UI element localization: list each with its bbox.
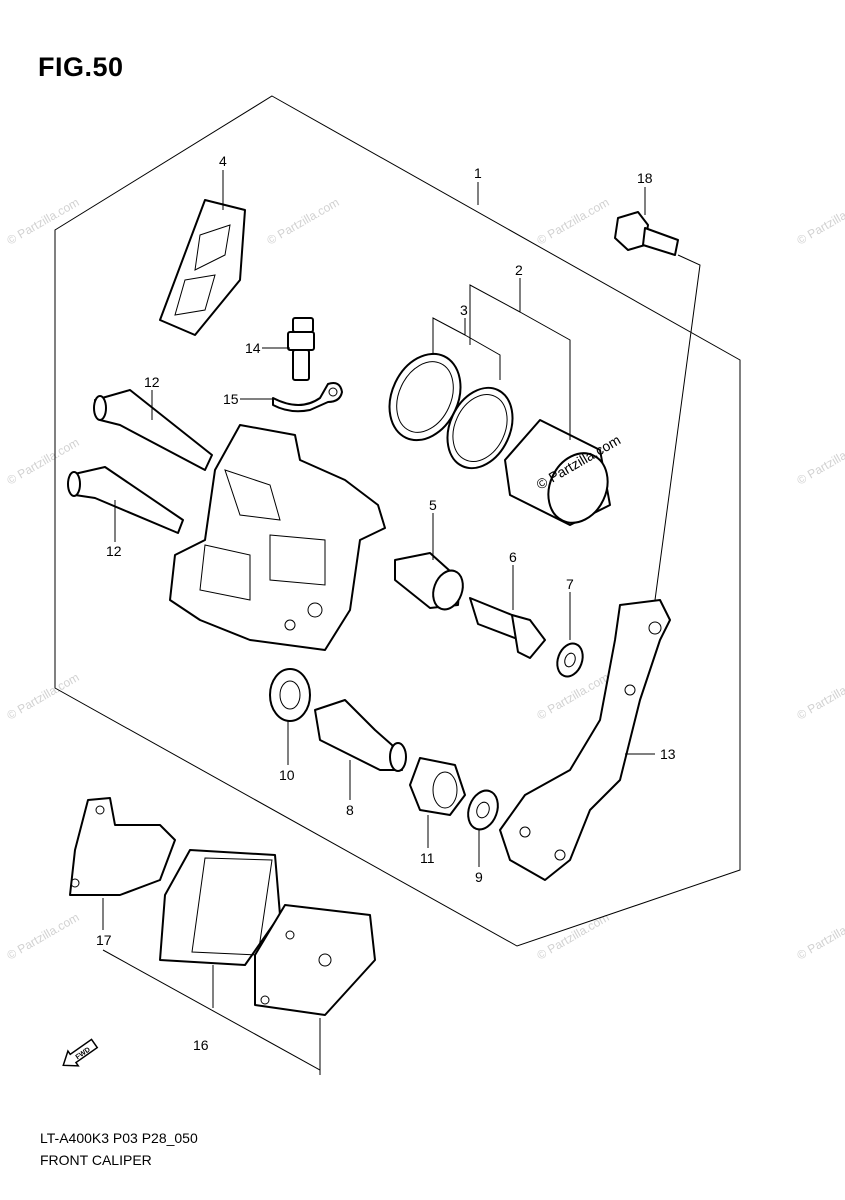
part-17-pad-shim bbox=[69, 797, 176, 896]
callout-7: 7 bbox=[566, 576, 574, 592]
watermark: © Partzilla.com bbox=[795, 910, 845, 963]
callout-labels: 1 2 3 4 5 6 7 8 9 10 11 12 12 13 14 15 1… bbox=[96, 153, 676, 1053]
part-7-washer bbox=[556, 642, 584, 678]
callout-17: 17 bbox=[96, 932, 112, 948]
part-16-pad-outer bbox=[254, 904, 376, 1016]
callout-11: 11 bbox=[420, 850, 435, 866]
part-15-bleeder-cap bbox=[272, 382, 343, 413]
part-10-boot bbox=[269, 668, 311, 722]
watermark: © Partzilla.com bbox=[795, 670, 845, 723]
assembly-boundary bbox=[54, 95, 741, 947]
part-3-seal-inner bbox=[446, 386, 514, 470]
part-13-bracket bbox=[499, 599, 671, 881]
callout-12-lower: 12 bbox=[106, 543, 122, 559]
callout-12-upper: 12 bbox=[144, 374, 160, 390]
callout-2: 2 bbox=[515, 262, 523, 278]
part-8-pin bbox=[314, 699, 407, 772]
callout-13: 13 bbox=[660, 746, 676, 762]
watermark: © Partzilla.com bbox=[5, 910, 82, 963]
part-6-bolt bbox=[469, 597, 546, 659]
part-9-washer bbox=[467, 789, 499, 831]
part-16-pad-inner bbox=[159, 849, 281, 966]
callout-1: 1 bbox=[474, 165, 482, 181]
part-11-boot bbox=[409, 757, 466, 816]
callout-8: 8 bbox=[346, 802, 354, 818]
callout-4: 4 bbox=[219, 153, 227, 169]
callout-15: 15 bbox=[223, 391, 239, 407]
leader-lines bbox=[102, 170, 701, 1075]
figure-code: LT-A400K3 P03 P28_050 bbox=[40, 1130, 198, 1146]
part-14-bleeder-valve bbox=[287, 317, 315, 381]
part-4-pad-spring bbox=[159, 199, 246, 336]
fwd-arrow-badge: FWD bbox=[62, 1038, 99, 1067]
callout-18: 18 bbox=[637, 170, 653, 186]
part-12-slide-pin-upper bbox=[93, 389, 213, 471]
callout-10: 10 bbox=[279, 767, 295, 783]
callout-16: 16 bbox=[193, 1037, 209, 1053]
figure-name: FRONT CALIPER bbox=[40, 1152, 152, 1168]
callout-5: 5 bbox=[429, 497, 437, 513]
watermark: © Partzilla.com bbox=[795, 195, 845, 248]
part-2-piston bbox=[504, 419, 611, 526]
callout-9: 9 bbox=[475, 869, 483, 885]
part-18-bolt bbox=[614, 211, 679, 256]
watermark: © Partzilla.com bbox=[795, 435, 845, 488]
part-12-slide-pin-lower bbox=[67, 466, 184, 534]
callout-3: 3 bbox=[460, 302, 468, 318]
watermark: © Partzilla.com bbox=[535, 195, 612, 248]
callout-6: 6 bbox=[509, 549, 517, 565]
caliper-body bbox=[169, 424, 386, 651]
callout-14: 14 bbox=[245, 340, 261, 356]
watermark: © Partzilla.com bbox=[265, 195, 342, 248]
part-5-sleeve bbox=[394, 552, 464, 611]
figure-title: FIG.50 bbox=[38, 52, 124, 82]
